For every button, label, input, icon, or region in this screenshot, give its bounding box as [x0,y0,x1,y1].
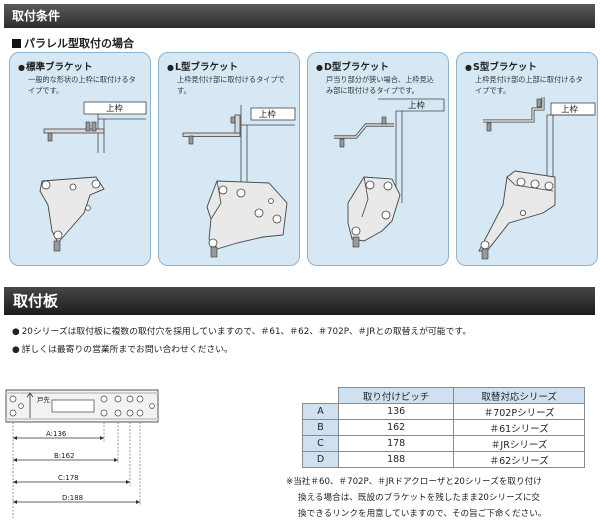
standard-bracket-diagram: 上枠 [39,101,147,252]
bracket-panel-standard: ●標準ブラケット 一般的な形状の上枠に取付けるタイプです。 上枠 [9,52,151,266]
frame-label: 上枠 [106,103,124,114]
dim-label-d: D:188 [62,494,83,502]
bullet-text-compatibility: ●20シリーズは取付板に複数の取付穴を採用していますので、＃61、＃62、＃70… [12,327,472,337]
table-cell-key: A [302,403,339,420]
replacement-note: ※当社＃60、＃702P、＃JRドアクローザと20シリーズを取り付け 換える場合… [286,477,547,519]
dim-label-c: C:178 [58,474,79,482]
d-bracket-diagram: 上枠 [334,98,445,248]
table-header-blank [302,387,339,404]
table-cell-series: ＃JRシリーズ [453,435,585,452]
s-bracket-diagram: 上枠 [478,97,596,260]
table-cell-pitch: 188 [337,451,455,468]
pitch-compatibility-table: 取り付けピッチ 取替対応シリーズ A 136 ＃702Pシリーズ B 162 ＃… [302,387,585,468]
table-cell-key: D [302,451,339,468]
panel-title: ●L型ブラケット [167,62,239,73]
table-header-row: 取り付けピッチ 取替対応シリーズ [302,387,585,404]
table-row: C 178 ＃JRシリーズ [302,435,585,452]
table-cell-series: ＃702Pシリーズ [453,403,585,420]
table-cell-pitch: 136 [337,403,455,420]
panel-description: 一般的な形状の上枠に取付けるタイプです。 [28,75,136,95]
section-header-mounting-conditions: 取付条件 [4,4,595,28]
square-bullet-icon [12,39,21,48]
panel-description: 上枠見付け部に取付けるタイプです。 [177,75,285,95]
panel-title: ●D型ブラケット [316,62,389,73]
table-cell-series: ＃61シリーズ [453,419,585,436]
bracket-panel-d-type: ●D型ブラケット 戸当り部分が狭い場合、上枠見込み部に取付けるタイプです。 上枠 [307,52,449,266]
panel-title: ●S型ブラケット [465,62,537,73]
table-row: B 162 ＃61シリーズ [302,419,585,436]
bullet-text-contact: ●詳しくは最寄りの営業所までお問い合わせください。 [12,345,233,355]
table-header-pitch: 取り付けピッチ [337,387,455,404]
table-row: A 136 ＃702Pシリーズ [302,403,585,420]
bracket-panel-s-type: ●S型ブラケット 上枠見付け部の上部に取付けるタイプです。 上枠 [456,52,598,266]
section-header-mounting-plate: 取付板 [4,287,595,315]
frame-label: 上枠 [561,104,579,115]
dim-label-b: B:162 [54,452,75,460]
bracket-panel-l-type: ●L型ブラケット 上枠見付け部に取付けるタイプです。 上枠 [158,52,300,266]
dim-label-a: A:136 [46,430,67,438]
panel-description: 上枠見付け部の上部に取付けるタイプです。 [475,75,583,95]
table-cell-pitch: 162 [337,419,455,436]
panel-description: 戸当り部分が狭い場合、上枠見込み部に取付けるタイプです。 [326,75,434,95]
table-cell-key: C [302,435,339,452]
table-header-series: 取替対応シリーズ [453,387,585,404]
door-tip-label: 戸先 [37,395,51,404]
table-cell-pitch: 178 [337,435,455,452]
table-cell-key: B [302,419,339,436]
table-cell-series: ＃62シリーズ [453,451,585,468]
frame-label: 上枠 [408,100,426,111]
frame-label: 上枠 [259,109,277,120]
l-bracket-diagram: 上枠 [182,105,296,258]
mounting-plate-diagram: 戸先 A:136 B:162 C:178 D:188 [5,389,159,518]
table-row: D 188 ＃62シリーズ [302,451,585,468]
subhead-parallel: パラレル型取付の場合 [12,35,134,51]
panel-title: ●標準ブラケット [18,62,93,73]
